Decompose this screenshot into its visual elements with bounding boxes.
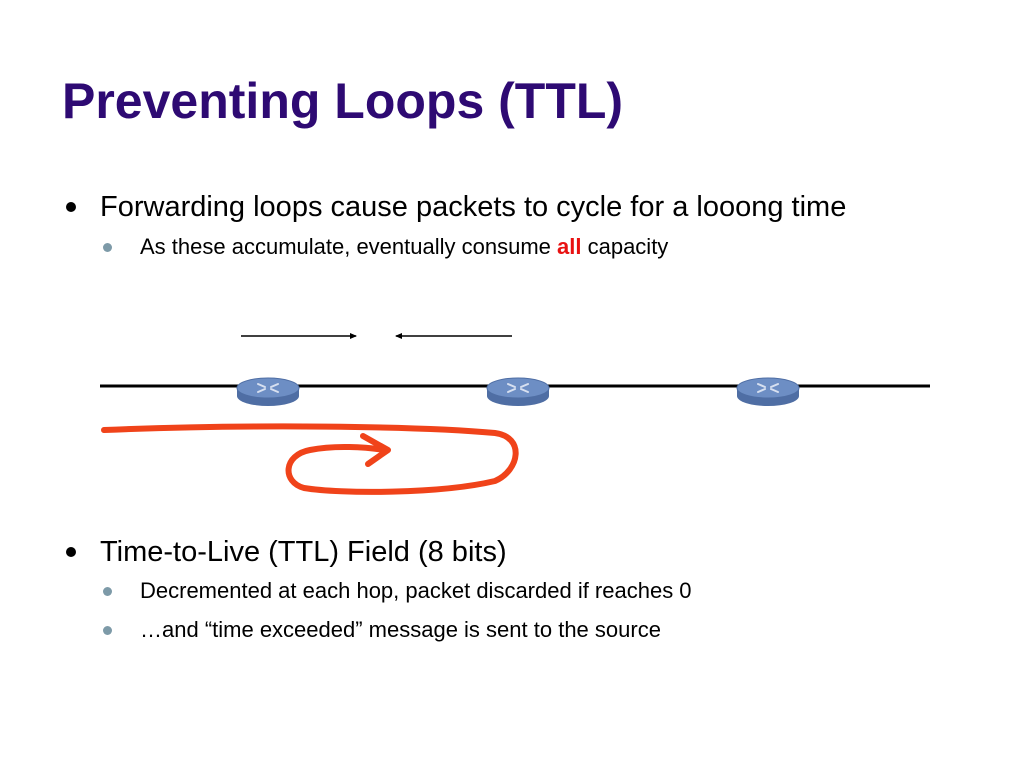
slide-title: Preventing Loops (TTL) <box>62 73 624 129</box>
sub-bullet-accumulate-end: capacity <box>581 234 669 259</box>
router-icon <box>486 377 550 406</box>
sub-bullet-dot <box>103 243 112 252</box>
bullet-dot <box>66 202 76 212</box>
sub-bullet-dot <box>103 587 112 596</box>
sub-bullet-accumulate-text: As these accumulate, eventually consume <box>140 234 558 259</box>
bullet-ttl-field: Time-to-Live (TTL) Field (8 bits) <box>100 536 507 568</box>
sub-bullet-accumulate: As these accumulate, eventually consume … <box>140 234 668 260</box>
loop-arrow-icon <box>101 423 519 495</box>
router-icon <box>236 377 300 406</box>
router-icon <box>736 377 800 406</box>
sub-bullet-dot <box>103 626 112 635</box>
sub-bullet-decremented: Decremented at each hop, packet discarde… <box>140 578 692 603</box>
bullet-dot <box>66 547 76 557</box>
sub-bullet-time-exceeded: …and “time exceeded” message is sent to … <box>140 617 661 642</box>
highlight-all: all <box>557 234 582 259</box>
bullet-forwarding-loops: Forwarding loops cause packets to cycle … <box>100 191 847 223</box>
